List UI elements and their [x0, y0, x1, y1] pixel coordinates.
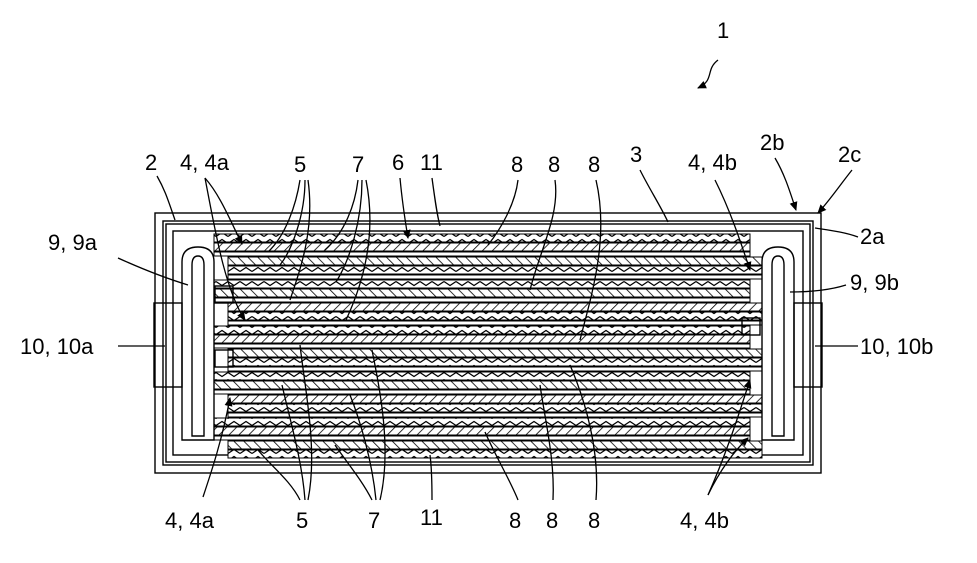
- label-layer-5-bottom: 5: [296, 508, 308, 533]
- leader-9a: [118, 258, 188, 285]
- label-housing-2a: 2a: [860, 224, 885, 249]
- terminal-right: [794, 303, 822, 387]
- stack-layer: [228, 257, 762, 265]
- stack-layer: [228, 358, 762, 366]
- stack-layer: [228, 395, 762, 403]
- stack-layer: [214, 326, 750, 334]
- stack-layer: [228, 321, 762, 325]
- terminal-left: [154, 303, 182, 387]
- label-layer-8-top-2: 8: [548, 152, 560, 177]
- label-cover-3: 3: [630, 142, 642, 167]
- label-layer-8-top-1: 8: [511, 152, 523, 177]
- stack-layer: [214, 390, 750, 394]
- stack-layer: [228, 367, 762, 371]
- collector-right-body: [762, 247, 794, 440]
- stack-layer: [214, 381, 750, 389]
- leader-11-top: [432, 178, 440, 226]
- label-layer-6: 6: [392, 150, 404, 175]
- stack-layer: [228, 275, 762, 279]
- stack-layer: [214, 344, 750, 348]
- label-layer-11-bottom: 11: [420, 505, 443, 530]
- label-electrode-right-bottom: 4, 4b: [680, 508, 729, 533]
- label-housing-2c: 2c: [838, 142, 861, 167]
- stack-layer: [228, 349, 762, 357]
- label-housing-2b: 2b: [760, 130, 784, 155]
- leader-device-1: [698, 60, 718, 88]
- label-layer-8-bottom-3: 8: [588, 508, 600, 533]
- label-layer-8-bottom-1: 8: [509, 508, 521, 533]
- label-layer-8-top-3: 8: [588, 152, 600, 177]
- stack-layer: [214, 418, 750, 426]
- stack-layer: [228, 441, 762, 449]
- leader-2c: [818, 170, 852, 213]
- electrode-stack: [214, 234, 762, 458]
- label-terminal-left: 10, 10a: [20, 334, 94, 359]
- label-collector-right: 9, 9b: [850, 270, 899, 295]
- stack-layer: [214, 243, 750, 251]
- label-electrode-left-top: 4, 4a: [180, 150, 230, 175]
- collector-left: [182, 247, 214, 440]
- stack-layer: [228, 303, 762, 311]
- collector-left-body: [182, 247, 214, 440]
- stack-layer: [214, 289, 750, 297]
- stack-layer: [228, 413, 762, 417]
- label-housing-2: 2: [145, 150, 157, 175]
- label-layer-7-bottom: 7: [368, 508, 380, 533]
- leader-6: [400, 178, 408, 238]
- stack-layer: [228, 312, 762, 320]
- stack-layer: [228, 266, 762, 274]
- label-layer-5-top: 5: [294, 152, 306, 177]
- stack-layer: [214, 298, 750, 302]
- collector-left-inner-strip: [192, 256, 204, 436]
- leader-cover-3: [640, 170, 668, 222]
- stack-layer: [214, 372, 750, 380]
- label-electrode-left-bottom: 4, 4a: [165, 508, 215, 533]
- label-layer-11-top: 11: [420, 150, 443, 175]
- leader-left-bottom-4a: [203, 398, 230, 497]
- stack-layer: [214, 252, 750, 256]
- label-device-1: 1: [717, 18, 729, 43]
- collector-right: [762, 247, 794, 440]
- collector-right-inner-strip: [772, 256, 784, 436]
- stack-layer: [214, 335, 750, 343]
- label-terminal-right: 10, 10b: [860, 334, 933, 359]
- leader-2b: [775, 158, 796, 210]
- label-layer-7-top: 7: [352, 152, 364, 177]
- label-electrode-right-top: 4, 4b: [688, 150, 737, 175]
- leader-9b: [790, 285, 846, 292]
- label-collector-left: 9, 9a: [48, 230, 98, 255]
- label-layer-8-bottom-2: 8: [546, 508, 558, 533]
